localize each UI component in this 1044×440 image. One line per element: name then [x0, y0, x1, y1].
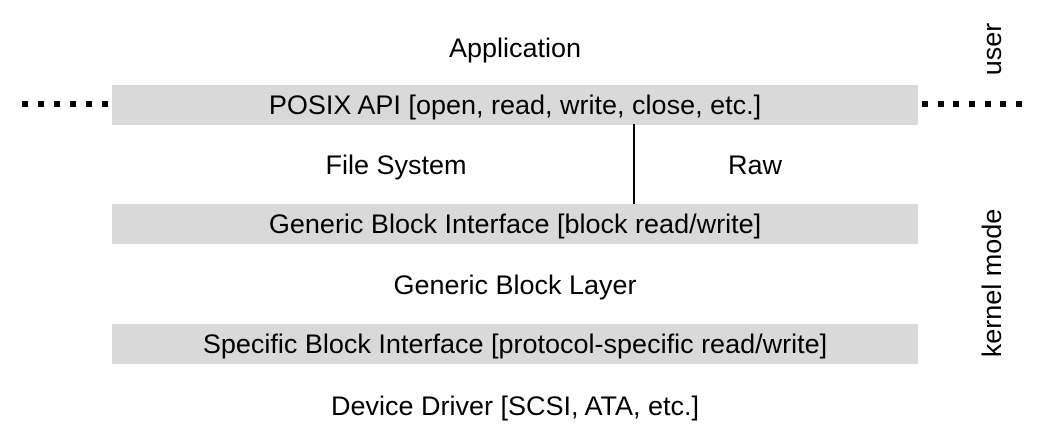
boundary-dot — [86, 101, 92, 107]
boundary-dot — [38, 101, 44, 107]
raw-label: Raw — [727, 150, 782, 180]
boundary-dot — [70, 101, 76, 107]
generic-block-interface-band: Generic Block Interface [block read/writ… — [112, 204, 918, 244]
device-driver-label: Device Driver [SCSI, ATA, etc.] — [330, 391, 700, 421]
boundary-dot — [1000, 101, 1007, 107]
boundary-dot — [102, 101, 108, 107]
specific-block-interface-band: Specific Block Interface [protocol-speci… — [112, 324, 918, 364]
user-kernel-boundary-left — [22, 101, 108, 107]
posix-api-label: POSIX API [open, read, write, close, etc… — [268, 89, 762, 120]
boundary-dot — [22, 101, 28, 107]
boundary-dot — [937, 101, 944, 107]
boundary-dot — [968, 101, 975, 107]
generic-block-interface-label: Generic Block Interface [block read/writ… — [268, 208, 762, 239]
boundary-dot — [984, 101, 991, 107]
file-system-raw-divider — [633, 124, 635, 204]
kernel-mode-side-label: kernel mode — [977, 208, 1007, 358]
boundary-dot — [54, 101, 60, 107]
generic-block-layer-label: Generic Block Layer — [393, 270, 637, 300]
specific-block-interface-label: Specific Block Interface [protocol-speci… — [202, 328, 828, 359]
application-label: Application — [448, 33, 582, 63]
file-system-label: File System — [325, 150, 467, 180]
posix-api-band: POSIX API [open, read, write, close, etc… — [112, 85, 918, 125]
boundary-dot — [1015, 101, 1022, 107]
boundary-dot — [953, 101, 960, 107]
boundary-dot — [922, 101, 928, 107]
user-side-label: user — [977, 22, 1007, 76]
user-kernel-boundary-right — [922, 101, 1022, 107]
